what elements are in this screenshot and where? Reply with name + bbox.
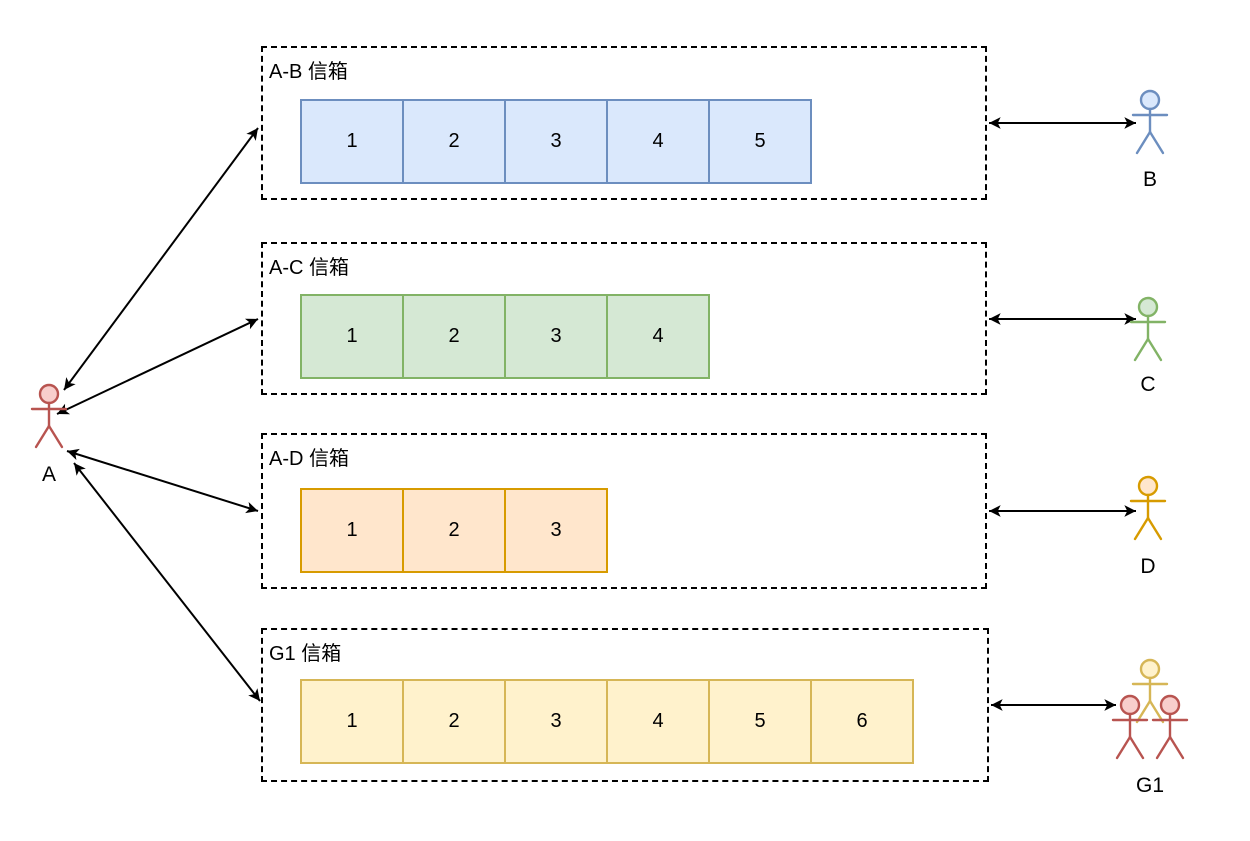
mailbox-cell: 4	[606, 99, 710, 184]
connector-a-to-g1-mailbox	[73, 462, 261, 702]
mailbox-a-d: A-D 信箱 1 2 3	[261, 433, 987, 589]
mailbox-cell: 4	[606, 679, 710, 764]
mailbox-cell: 2	[402, 679, 506, 764]
connector-a-to-ac-mailbox	[56, 318, 259, 415]
actor-c-figure	[1129, 296, 1167, 362]
mailbox-cell: 3	[504, 294, 608, 379]
actor-a-figure	[30, 383, 68, 449]
mailbox-cell: 3	[504, 99, 608, 184]
actor-c-label: C	[1140, 373, 1156, 396]
actor-c-head-icon	[1137, 296, 1159, 318]
mailbox-cell: 2	[402, 99, 506, 184]
connector-a-to-ab-mailbox	[63, 127, 259, 391]
mailbox-cell: 1	[300, 294, 404, 379]
mailbox-cell: 3	[504, 488, 608, 573]
mailbox-g1-title: G1 信箱	[269, 643, 342, 665]
actor-g1-group-figure	[1111, 658, 1189, 760]
connector-a-to-ad-mailbox	[66, 448, 259, 514]
mailbox-a-c-cells: 1 2 3 4	[300, 294, 710, 379]
mailbox-cell: 5	[708, 99, 812, 184]
g1-member-right-head-icon	[1159, 694, 1181, 716]
actor-d-figure	[1129, 475, 1167, 541]
mailbox-a-b-cells: 1 2 3 4 5	[300, 99, 812, 184]
actor-d-head-icon	[1137, 475, 1159, 497]
mailbox-cell: 5	[708, 679, 812, 764]
mailbox-a-b-title: A-B 信箱	[269, 61, 348, 83]
mailbox-cell: 2	[402, 488, 506, 573]
mailbox-a-c-title: A-C 信箱	[269, 257, 349, 279]
g1-member-back-figure	[1131, 658, 1169, 724]
actor-b-head-icon	[1139, 89, 1161, 111]
mailbox-a-d-title: A-D 信箱	[269, 448, 349, 470]
mailbox-a-b: A-B 信箱 1 2 3 4 5	[261, 46, 987, 200]
mailbox-cell: 1	[300, 488, 404, 573]
actor-a-head-icon	[38, 383, 60, 405]
mailbox-cell: 1	[300, 679, 404, 764]
g1-member-right-figure	[1151, 694, 1189, 760]
mailbox-a-c: A-C 信箱 1 2 3 4	[261, 242, 987, 395]
actor-a-label: A	[41, 463, 56, 486]
mailbox-cell: 2	[402, 294, 506, 379]
mailbox-cell: 4	[606, 294, 710, 379]
actor-b-label: B	[1142, 168, 1157, 191]
mailbox-g1-cells: 1 2 3 4 5 6	[300, 679, 914, 764]
g1-member-left-head-icon	[1119, 694, 1141, 716]
mailbox-g1: G1 信箱 1 2 3 4 5 6	[261, 628, 989, 782]
mailbox-a-d-cells: 1 2 3	[300, 488, 608, 573]
mailbox-cell: 1	[300, 99, 404, 184]
g1-member-left-figure	[1111, 694, 1149, 760]
g1-member-back-head-icon	[1139, 658, 1161, 680]
actor-d-label: D	[1140, 555, 1156, 578]
mailbox-cell: 3	[504, 679, 608, 764]
actor-b-figure	[1131, 89, 1169, 155]
mailbox-cell: 6	[810, 679, 914, 764]
actor-g1-label: G1	[1135, 774, 1164, 797]
